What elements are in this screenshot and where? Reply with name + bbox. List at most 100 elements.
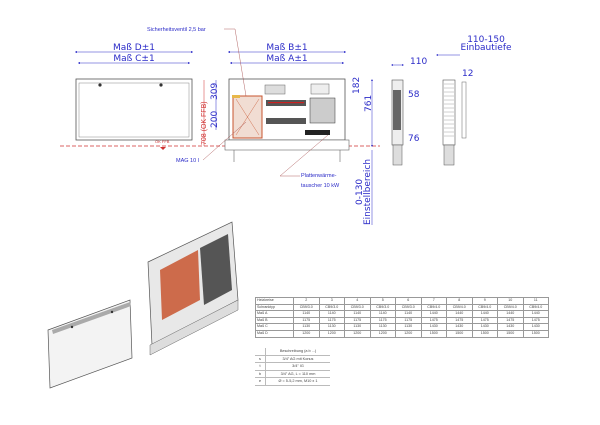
dim-761: 761 [364, 95, 374, 112]
table-cell: 10 [497, 297, 524, 305]
dim-182: 182 [352, 77, 362, 94]
legend-title: Beschreibung (a b ...) [265, 348, 330, 356]
table-cell: 1500 [446, 329, 473, 338]
table-cell: 1430 [471, 323, 498, 331]
ok-ffb-label: OK FFB [155, 139, 170, 144]
table-cell: 1175 [293, 316, 320, 325]
dim-einstellbereich: Einstellbereich [363, 159, 373, 225]
dim-mass-c: Maß C±1 [113, 54, 154, 64]
dim-110: 110 [410, 57, 427, 67]
table-cell: 1500 [522, 329, 549, 338]
table-cell: 1200 [344, 329, 371, 338]
dim-309: 309 [210, 83, 220, 100]
table-cell: 7 [420, 297, 447, 305]
table-cell: 1500 [471, 329, 498, 338]
table-cell: 1430 [446, 323, 473, 331]
table-cell: CB9/4.0 [420, 303, 447, 312]
table-cell: 1475 [522, 316, 549, 325]
table-cell: CB9/3.0 [293, 303, 320, 312]
dim-76: 76 [408, 134, 420, 144]
table-cell: CB9/4.0 [522, 303, 549, 312]
table-cell: CB9/3.0 [395, 303, 422, 312]
dim-einbautiefe: Einbautiefe [460, 43, 512, 53]
table-cell: 1175 [344, 316, 371, 325]
legend-text: 3/4" IG [265, 362, 330, 371]
label-sicherheitsventil: Sicherheitsventil 2,5 bar [147, 27, 206, 33]
side-view [391, 79, 404, 166]
cover-front-view [75, 78, 193, 141]
table-cell: CB9/4.0 [497, 303, 524, 312]
table-cell: 8 [446, 297, 473, 305]
table-cell: 11 [522, 297, 549, 305]
table-cell: 1430 [420, 323, 447, 331]
table-cell: 1200 [318, 329, 345, 338]
table-cell: 1430 [522, 323, 549, 331]
row-header: Maß A [255, 310, 294, 318]
table-cell: 1130 [395, 323, 422, 331]
table-cell: 1175 [395, 316, 422, 325]
table-cell: 1475 [497, 316, 524, 325]
table-cell: 1500 [420, 329, 447, 338]
distribution-cabinet-front [224, 78, 350, 162]
table-cell: 1440 [471, 310, 498, 318]
dim-200: 200 [210, 111, 220, 128]
table-cell: 1200 [293, 329, 320, 338]
table-cell: 1440 [522, 310, 549, 318]
dim-708: 708 (OK FFB) [201, 101, 208, 145]
isometric-view [47, 221, 239, 389]
row-header: Heizkreise [255, 297, 294, 305]
table-cell: 1140 [395, 310, 422, 318]
row-header: Maß B [255, 316, 294, 325]
table-cell: 1140 [344, 310, 371, 318]
table-cell: 1430 [497, 323, 524, 331]
legend-text: Ø = 5-5,2 mm, M10 x 1 [265, 377, 330, 386]
table-cell: 9 [471, 297, 498, 305]
table-cell: 1200 [395, 329, 422, 338]
dim-0-130: 0-130 [355, 179, 365, 205]
row-header: Maß C [255, 323, 294, 331]
table-cell: 1175 [369, 316, 396, 325]
table-cell: 1130 [318, 323, 345, 331]
table-cell: 1200 [369, 329, 396, 338]
table-cell: 3 [318, 297, 345, 305]
table-cell: 1500 [497, 329, 524, 338]
dim-58: 58 [408, 90, 420, 100]
legend-text: 3/4" AG, L = 110 mm [265, 370, 330, 378]
table-cell: CB9/4.0 [446, 303, 473, 312]
table-cell: 6 [395, 297, 422, 305]
dim-mass-a: Maß A±1 [266, 54, 307, 64]
table-cell: 1130 [344, 323, 371, 331]
table-cell: 1440 [497, 310, 524, 318]
dim-mass-d: Maß D±1 [113, 43, 155, 53]
table-cell: 1475 [446, 316, 473, 325]
table-cell: CB9/3.0 [344, 303, 371, 312]
table-cell: CB9/3.0 [369, 303, 396, 312]
table-cell: 4 [344, 297, 371, 305]
dim-mass-b: Maß B±1 [266, 43, 307, 53]
dim-110-150: 110-150 [467, 35, 505, 45]
label-plattenwaermetauscher-2: tauscher 10 kW [301, 183, 340, 189]
label-mag: MAG 10 l [176, 158, 199, 164]
legend-key: s [255, 355, 266, 363]
table-cell: 1140 [318, 310, 345, 318]
table-cell: 1475 [471, 316, 498, 325]
table-cell: 2 [293, 297, 320, 305]
table-cell: CB9/3.0 [318, 303, 345, 312]
table-cell: CB9/4.0 [471, 303, 498, 312]
table-cell: 1440 [446, 310, 473, 318]
side-view-with-cover [442, 79, 467, 166]
legend-key: b [255, 370, 266, 378]
legend-key: t [255, 362, 266, 371]
dim-12: 12 [462, 69, 473, 79]
